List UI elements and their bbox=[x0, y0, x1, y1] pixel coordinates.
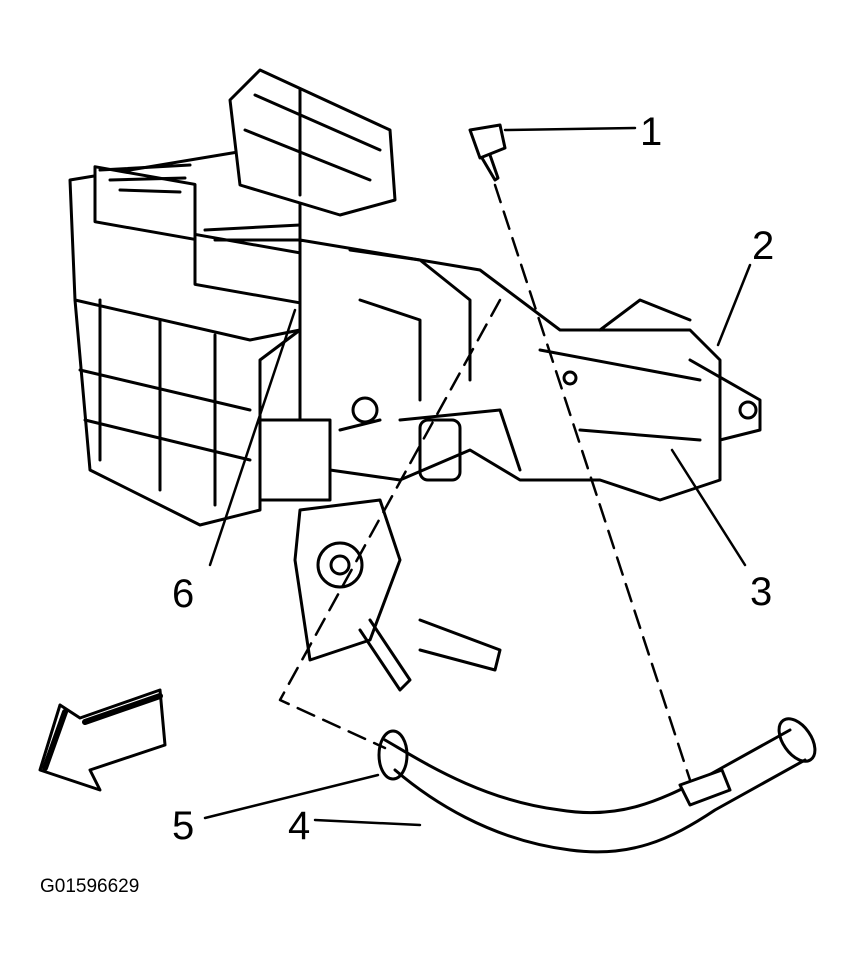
hvac-module-housing bbox=[68, 148, 317, 527]
pipe-assembly bbox=[377, 717, 817, 854]
upper-air-duct bbox=[228, 68, 397, 217]
callout-4: 4 bbox=[288, 804, 311, 848]
callout-5: 5 bbox=[172, 804, 195, 848]
arrow-icon bbox=[38, 688, 167, 792]
bolt bbox=[468, 123, 507, 182]
pedal-bracket-assembly bbox=[258, 238, 762, 692]
callout-6: 6 bbox=[172, 572, 195, 616]
callout-2: 2 bbox=[752, 224, 775, 268]
figure-id-label: G01596629 bbox=[40, 876, 140, 897]
callout-1: 1 bbox=[640, 110, 663, 154]
callout-3: 3 bbox=[750, 570, 773, 614]
